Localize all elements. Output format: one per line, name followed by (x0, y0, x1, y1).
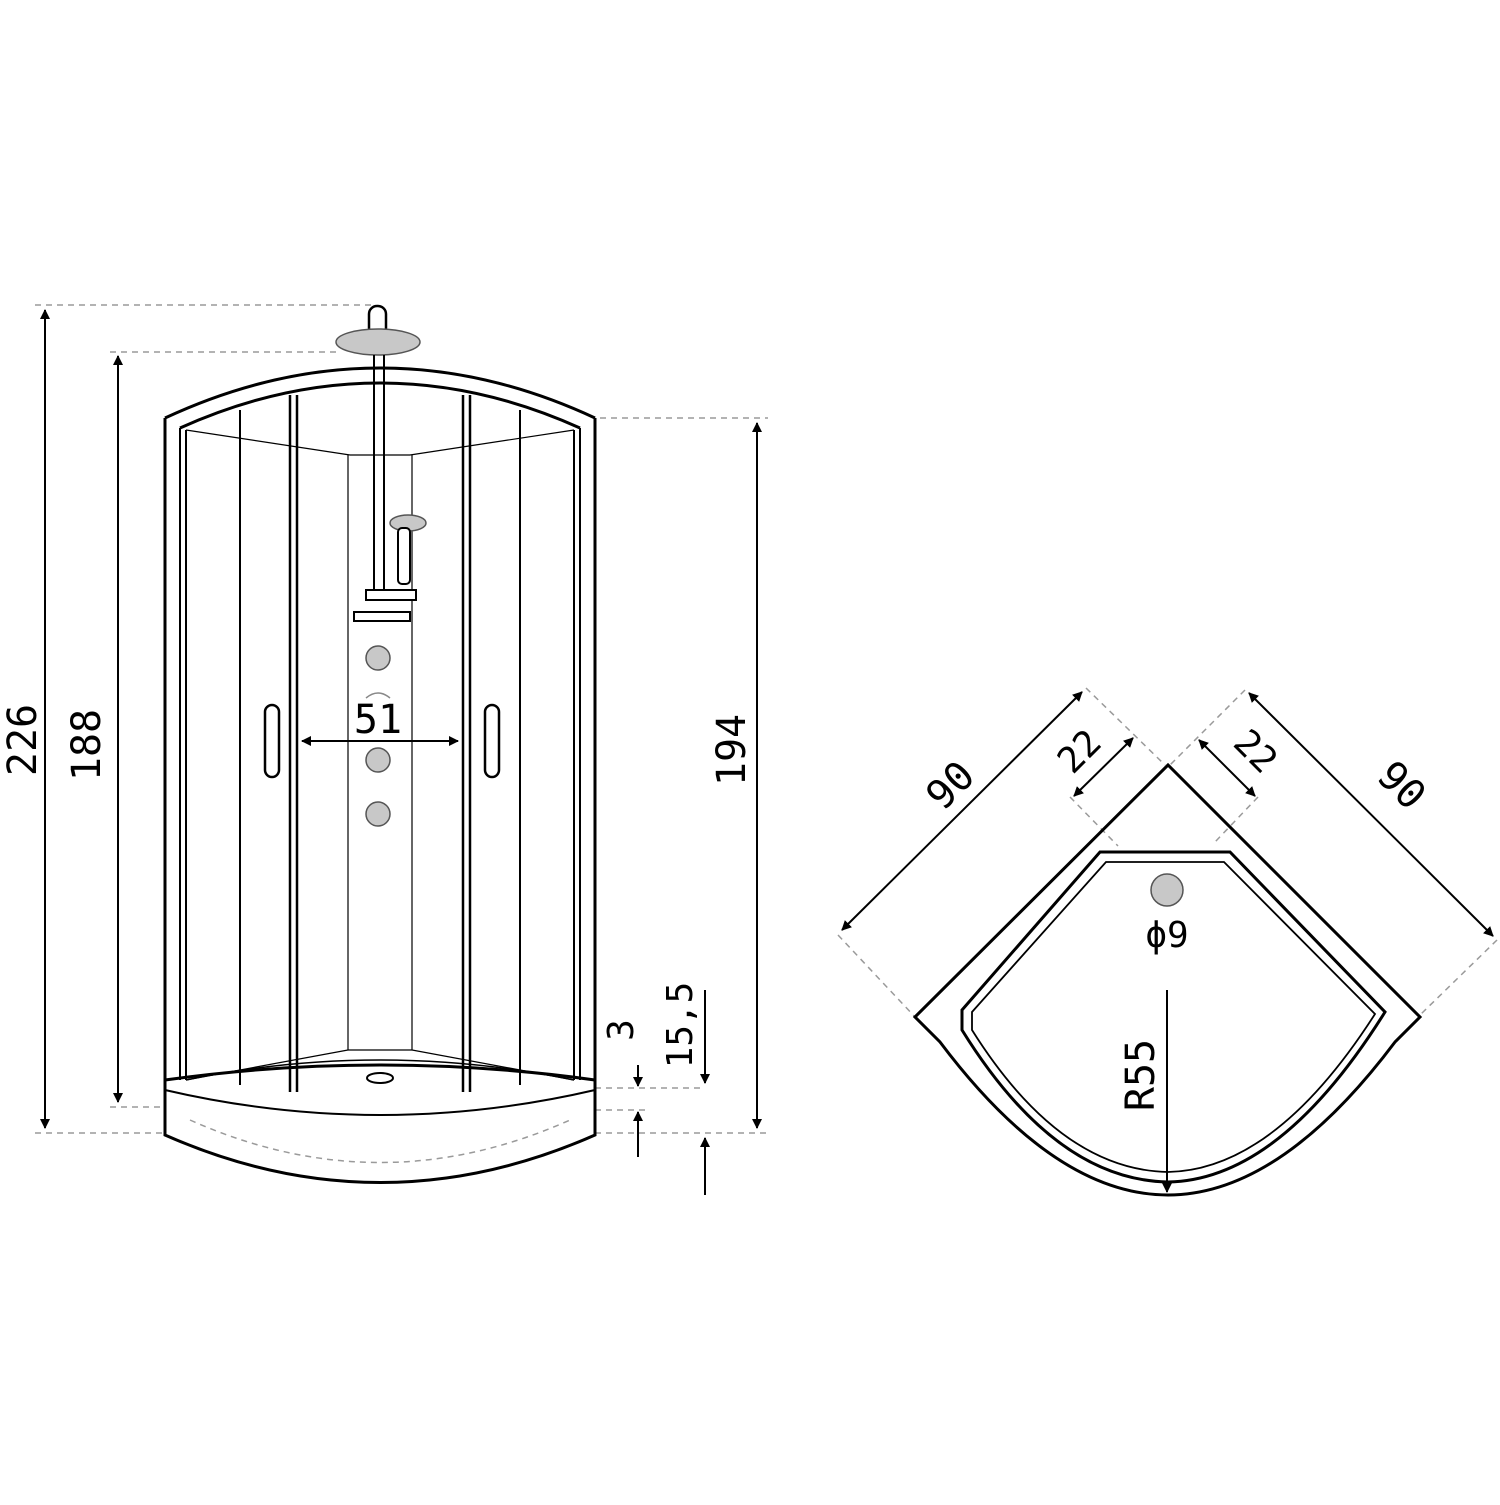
body-jet-1 (365, 645, 391, 671)
dim-tray-height: 15,5 (660, 982, 701, 1069)
dim-side-left: 90 (918, 753, 985, 820)
door-handle-left (263, 703, 281, 779)
shower-tray (163, 1063, 597, 1184)
dim-radius: R55 (1118, 1039, 1164, 1111)
dimension-lines-front (40, 309, 762, 1195)
dim-total-height: 226 (0, 704, 46, 776)
dim-offset-left: 22 (1050, 722, 1110, 782)
dim-side-right: 90 (1368, 753, 1435, 820)
dim-cabin-height: 188 (64, 709, 110, 781)
shower-column (353, 355, 427, 827)
dim-door-width: 51 (354, 697, 402, 743)
sliding-doors (239, 395, 521, 1092)
door-handle-right (483, 703, 501, 779)
dimension-lines-top (841, 691, 1494, 1193)
overhead-shower-head (335, 304, 421, 356)
top-view: 90 90 22 22 ϕ9 R55 (837, 687, 1498, 1197)
body-jet-2 (365, 747, 391, 773)
dim-offset-right: 22 (1225, 722, 1285, 782)
body-jet-3 (365, 801, 391, 827)
cabin-back-walls (185, 429, 575, 1081)
extension-lines-front (35, 304, 768, 1134)
drain-top (1150, 873, 1184, 907)
dim-drain-diameter: ϕ9 (1145, 915, 1188, 956)
dim-side-height: 194 (709, 714, 755, 786)
cabin-frame (163, 366, 597, 1080)
door-handles (263, 703, 501, 779)
drain (366, 1072, 394, 1084)
front-view: 226 188 194 51 3 15,5 (0, 304, 768, 1195)
dim-tray-step: 3 (601, 1019, 642, 1041)
tray-outline-top (912, 762, 1423, 1197)
